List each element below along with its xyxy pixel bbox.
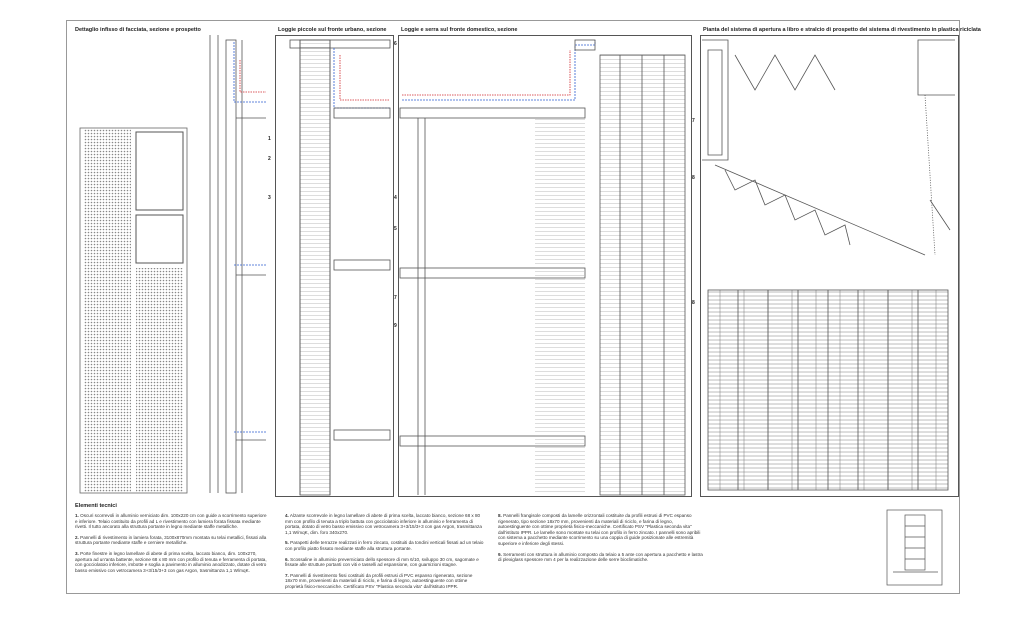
folding-system-plan [702,39,955,491]
callout-7-plan: 7 [692,118,695,124]
note-8: 8. Pannelli frangisole composti da lamel… [498,513,701,546]
frame-urban-section [275,35,394,497]
note-5: 5. Parapetti delle terrazze realizzati i… [285,540,484,551]
callout-3: 3 [268,195,271,201]
callout-8-elevation: 8 [692,300,695,306]
callout-9: 9 [394,323,397,329]
frame-domestic-section [398,35,692,497]
notes-col-1: 1. Oscuri scorrevoli in alluminio vernic… [75,513,270,578]
callout-8-plan: 8 [692,175,695,181]
note-2: 2. Pannelli di rivestimento in lamiera f… [75,534,267,546]
facade-elevation [79,127,188,494]
notes-heading: Elementi tecnici [75,503,117,509]
callout-6: 6 [394,41,397,47]
callout-5: 5 [394,226,397,232]
domestic-loggia-section [399,39,686,496]
note-6: 6. Scossaline in alluminio preverniciato… [285,556,479,568]
panel-title-urban-loggia: Loggie piccole sul fronte urbano, sezion… [278,27,387,33]
callout-2: 2 [268,156,271,162]
callout-4: 4 [394,195,397,201]
panel-title-plan: Pianta del sistema di apertura a libro e… [703,27,981,33]
note-3: 3. Porte finestre in legno lamellare di … [75,550,267,573]
callout-1: 1 [268,136,271,142]
notes-col-2: 4. Alzante scorrevole in legno lamellare… [285,513,485,595]
panel-title-facade: Dettaglio infisso di facciata, sezione e… [75,27,201,33]
callout-7-section: 7 [394,295,397,301]
note-7: 7. Pannelli di rivestimento fissi costit… [285,572,473,589]
key-plan-thumbnail [886,509,943,586]
note-4: 4. Alzante scorrevole in legno lamellare… [285,513,482,535]
drawing-sheet [66,20,960,594]
note-9: 9. Serramenti con struttura in alluminio… [498,551,703,563]
notes-col-3: 8. Pannelli frangisole composti da lamel… [498,513,703,568]
frame-plan [700,35,959,497]
note-1: 1. Oscuri scorrevoli in alluminio vernic… [75,513,267,530]
urban-loggia-section [289,39,391,496]
facade-section [209,35,266,494]
panel-title-domestic-loggia: Loggie e serra sul fronte domestico, sez… [401,27,518,33]
